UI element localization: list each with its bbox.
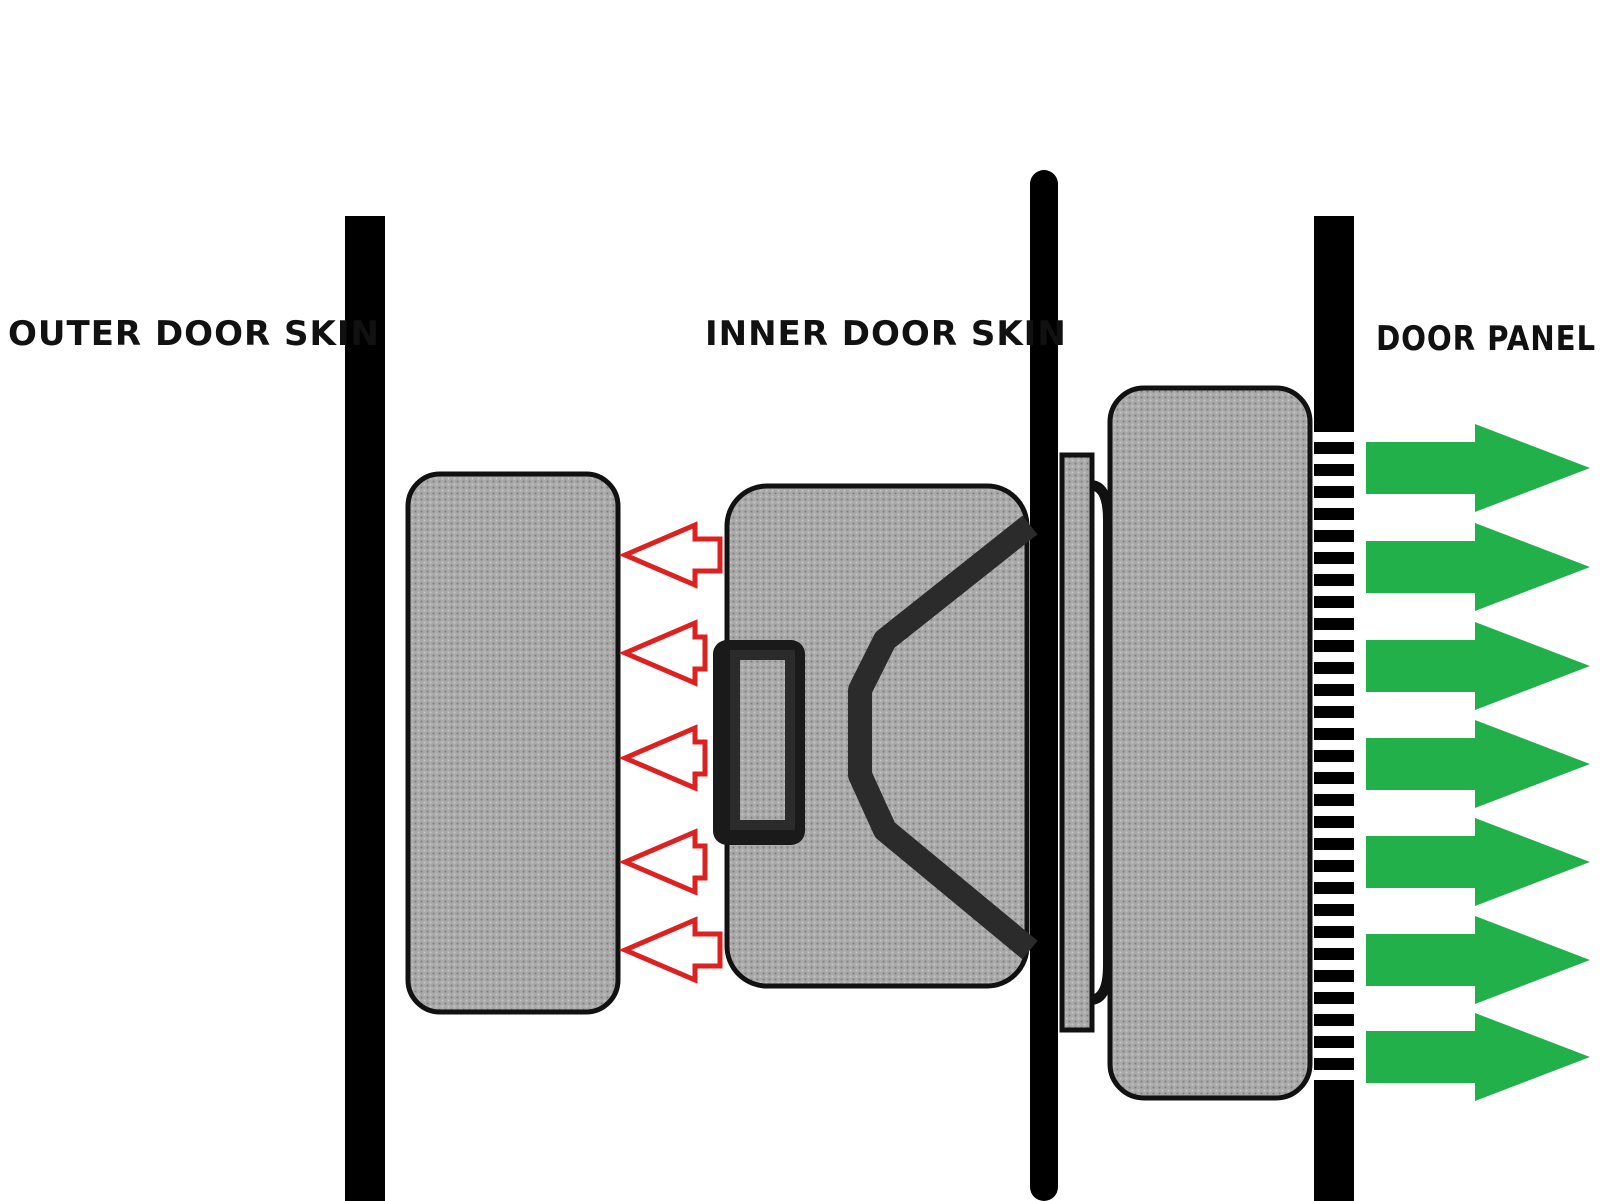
perforation-gap xyxy=(1314,696,1354,706)
perforation-gap xyxy=(1314,630,1354,640)
reflected-arrow xyxy=(618,724,708,792)
door-panel-perforations xyxy=(1314,432,1354,1080)
reflected-arrow xyxy=(618,619,708,687)
perforation-gap xyxy=(1314,454,1354,464)
transmitted-arrows xyxy=(1366,424,1590,1101)
outer-foam-pad xyxy=(405,471,621,1015)
perforation-gap xyxy=(1314,784,1354,794)
speaker-assembly xyxy=(713,452,1113,1033)
perforation-gap xyxy=(1314,960,1354,970)
perforation-gap xyxy=(1314,608,1354,618)
transmitted-arrow xyxy=(1366,424,1590,512)
reflected-arrows xyxy=(618,521,723,984)
transmitted-arrow xyxy=(1366,1013,1590,1101)
transmitted-arrow xyxy=(1366,818,1590,906)
perforation-gap xyxy=(1314,938,1354,948)
perforation-gap xyxy=(1314,498,1354,508)
perforation-gap xyxy=(1314,916,1354,926)
perforation-gap xyxy=(1314,1070,1354,1080)
perforation-gap xyxy=(1314,1048,1354,1058)
reflected-arrow xyxy=(618,521,723,589)
perforation-gap xyxy=(1314,520,1354,530)
transmitted-arrow xyxy=(1366,622,1590,710)
perforation-gap xyxy=(1314,718,1354,728)
speaker-mounting-ring xyxy=(1059,452,1095,1033)
perforation-gap xyxy=(1314,762,1354,772)
door-panel-wall xyxy=(1314,216,1354,1201)
door-panel-label: DOOR PANEL xyxy=(1376,319,1596,359)
inner-door-skin-label: INNER DOOR SKIN xyxy=(705,314,1067,354)
perforation-gap xyxy=(1314,1004,1354,1014)
perforation-gap xyxy=(1314,652,1354,662)
inner-foam-pad xyxy=(1107,385,1313,1101)
perforation-gap xyxy=(1314,564,1354,574)
transmitted-arrow xyxy=(1366,720,1590,808)
outer-door-skin-label: OUTER DOOR SKIN xyxy=(8,314,380,354)
outer-door-skin-wall xyxy=(345,216,385,1201)
perforation-gap xyxy=(1314,432,1354,442)
reflected-arrow xyxy=(618,828,708,896)
speaker-cone xyxy=(848,515,1038,960)
transmitted-arrow xyxy=(1366,916,1590,1004)
perforation-gap xyxy=(1314,586,1354,596)
perforation-gap xyxy=(1314,828,1354,838)
perforation-gap xyxy=(1314,894,1354,904)
inner-door-skin-wall xyxy=(1030,170,1058,1201)
perforation-gap xyxy=(1314,982,1354,992)
perforation-gap xyxy=(1314,542,1354,552)
perforation-gap xyxy=(1314,806,1354,816)
perforation-gap xyxy=(1314,1026,1354,1036)
perforation-gap xyxy=(1314,476,1354,486)
perforation-gap xyxy=(1314,850,1354,860)
transmitted-arrow xyxy=(1366,523,1590,611)
perforation-gap xyxy=(1314,674,1354,684)
perforation-gap xyxy=(1314,740,1354,750)
perforation-gap xyxy=(1314,872,1354,882)
reflected-arrow xyxy=(618,916,723,984)
speaker-magnet-inner xyxy=(730,650,795,830)
